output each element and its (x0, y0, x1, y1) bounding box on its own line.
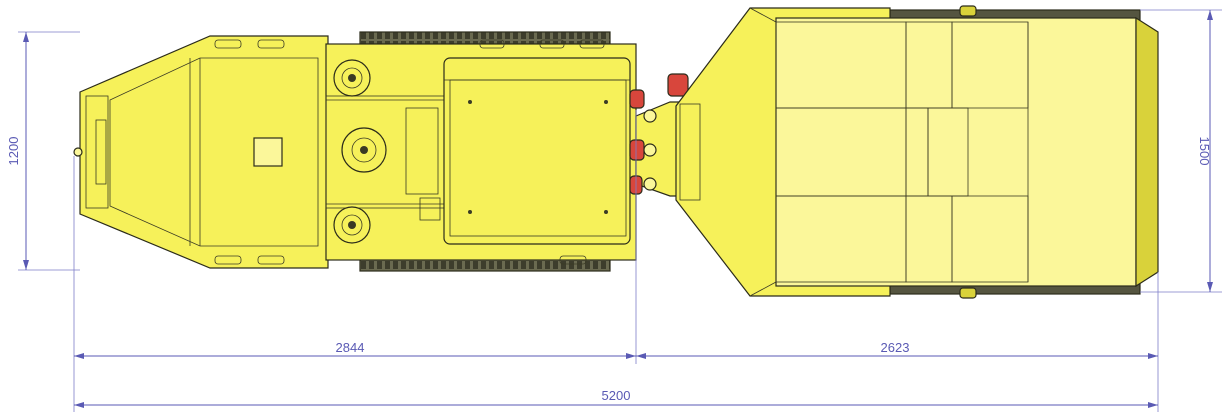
dimension-label-width-right: 1500 (1197, 137, 1212, 166)
bucket-lip (85, 95, 109, 209)
dimension-length-total: 5200 (74, 388, 1158, 408)
dimensions: 1200 1500 2844 (6, 9, 1222, 412)
dimension-length-front: 2844 (74, 340, 636, 359)
box-rear-end (1135, 16, 1159, 288)
dimension-length-rear: 2623 (636, 340, 1158, 359)
box-body (775, 17, 1137, 287)
dimension-width-left: 1200 (6, 31, 80, 271)
hitch-pin (73, 147, 83, 157)
track-top (359, 31, 611, 45)
track-bottom (359, 258, 611, 272)
dimension-label-length-front: 2844 (336, 340, 365, 355)
hub-middle (341, 127, 387, 173)
bucket-center-box (253, 137, 283, 167)
front-unit (73, 31, 637, 272)
bucket (79, 35, 329, 269)
hub-top (333, 59, 371, 97)
rear-unit (675, 5, 1159, 299)
dimension-label-length-rear: 2623 (881, 340, 910, 355)
dimension-width-right: 1500 (1140, 9, 1222, 293)
engine-cover (443, 57, 631, 245)
dimension-label-length-total: 5200 (602, 388, 631, 403)
dimension-label-width-left: 1200 (6, 137, 21, 166)
hub-bottom (333, 206, 371, 244)
